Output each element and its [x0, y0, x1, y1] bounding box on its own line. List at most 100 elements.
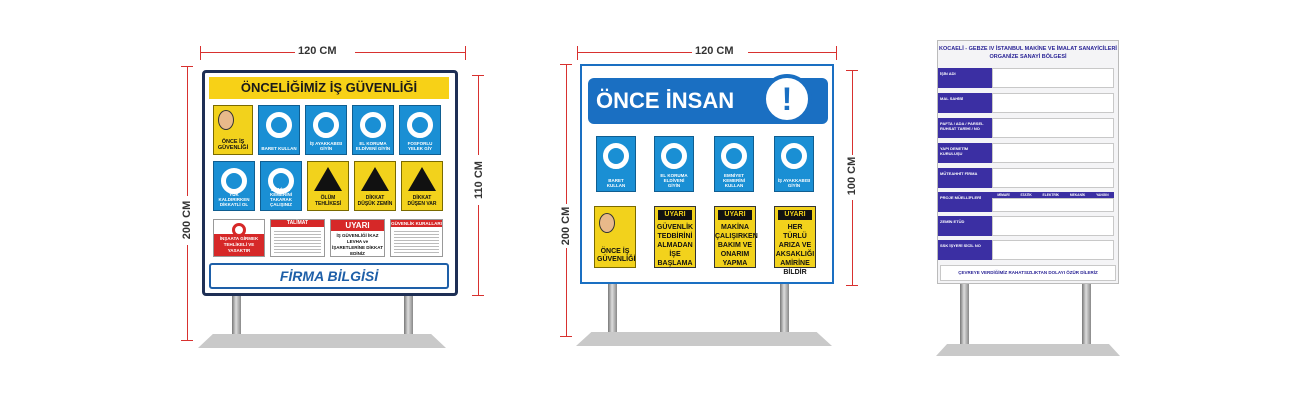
- kurallar-panel: GÜVENLİK KURALLARI: [390, 219, 443, 257]
- tile-baret-kullan: BARET KULLAN: [258, 105, 300, 155]
- width-line-right: [748, 52, 836, 53]
- height-line-bottom: [187, 245, 188, 340]
- exclamation-icon: !: [762, 74, 812, 124]
- board-title-2: ORGANİZE SANAYİ BÖLGESİ: [989, 54, 1067, 60]
- panel-height-line-bottom: [478, 205, 479, 295]
- boot-icon: [313, 112, 339, 138]
- boot-icon: [781, 143, 807, 169]
- row-value: [992, 118, 1114, 138]
- board-title-1: KOCAELİ - GEBZE IV İSTANBUL MAKİNE VE İM…: [939, 46, 1117, 52]
- base: [936, 344, 1120, 356]
- vest-icon: [407, 112, 433, 138]
- post-left: [960, 282, 969, 346]
- panel-footer: FİRMA BİLGİSİ: [209, 263, 449, 289]
- height-line-top: [187, 66, 188, 196]
- glove-icon: [661, 143, 687, 169]
- row-value: [992, 240, 1114, 260]
- tile-emniyet-kemeri: EMNİYET KEMERİNİ TAKARAK ÇALIŞINIZ: [260, 161, 302, 211]
- row-label: ZEMİN ETÜD: [938, 216, 992, 236]
- panel-header: ÖNCELİĞİMİZ İŞ GÜVENLİĞİ: [209, 77, 449, 99]
- height-label: 200 CM: [560, 206, 572, 246]
- no-entry-panel: İNŞAATA GİRMEK TEHLİKELİ VE YASAKTIR: [213, 219, 265, 257]
- tile-baret-kullan: BARET KULLAN: [596, 136, 636, 192]
- tile-is-ayakkabisi: İŞ AYAKKABISI GİYİN: [774, 136, 814, 192]
- tile-dusen-var: DİKKAT DÜŞEN VAR: [401, 161, 443, 211]
- row-label: PAFTA / ADA / PARSEL RUHSAT TARİHİ / NO: [938, 118, 992, 138]
- width-line-left: [200, 52, 295, 53]
- project-col: MİMARİ: [997, 193, 1010, 197]
- height-label: 200 CM: [181, 200, 193, 240]
- panel-height-tick-bottom: [472, 295, 484, 296]
- width-label: 120 CM: [298, 45, 337, 57]
- harness-icon: [721, 143, 747, 169]
- board-footer: ÇEVREYE VERDİĞİMİZ RAHATSIZLIKTAN DOLAYI…: [940, 265, 1116, 281]
- height-line-top: [566, 64, 567, 204]
- tile-eldiven: EL KORUMA ELDİVENİ GİYİN: [654, 136, 694, 192]
- skull-warning-icon: [314, 167, 342, 191]
- post-left: [608, 282, 617, 334]
- row-label: MAL SAHİBİ: [938, 93, 992, 113]
- panel-height-label: 100 CM: [846, 156, 858, 196]
- row-label: İŞİN ADI: [938, 68, 992, 88]
- panel: ÖNCELİĞİMİZ İŞ GÜVENLİĞİ ÖNCE İŞ GÜVENLİ…: [202, 70, 458, 296]
- project-col: ELEKTRİK: [1042, 193, 1060, 197]
- helmet-icon: [603, 143, 629, 169]
- tile-emniyet-kemeri: EMNİYET KEMERİNİ KULLAN: [714, 136, 754, 192]
- tile-once-is-guvenligi: ÖNCE İŞ GÜVENLİĞİ: [594, 206, 636, 268]
- harness-icon: [268, 168, 294, 194]
- hazard-warning-icon: [361, 167, 389, 191]
- height-tick-top: [181, 66, 193, 67]
- project-col: YANGIN: [1096, 193, 1109, 197]
- width-line-left: [577, 52, 692, 53]
- panel-height-tick-top: [472, 75, 484, 76]
- row-value: [992, 143, 1114, 163]
- post-right: [1082, 282, 1091, 346]
- panel-height-tick-top: [846, 70, 858, 71]
- talimat-lines: [274, 229, 321, 253]
- row-label: PROJE MÜELLİFLERİ: [938, 192, 992, 212]
- row-value: [992, 168, 1114, 188]
- panel-height-line-top: [852, 70, 853, 155]
- row-value: [992, 68, 1114, 88]
- talimat-panel: TALİMAT: [270, 219, 325, 257]
- panel: ÖNCE İNSAN ! BARET KULLAN EL KORUMA ELDİ…: [580, 64, 834, 284]
- row-label: MÜTEAHHİT FİRMA: [938, 168, 992, 188]
- tile-olum-tehlikesi: ÖLÜM TEHLİKESİ: [307, 161, 349, 211]
- panel-height-tick-bottom: [846, 285, 858, 286]
- uyari-panel: UYARI İŞ GÜVENLİĞİ İKAZ LEVHA ve İŞARETL…: [330, 219, 385, 257]
- panel-height-label: 110 CM: [473, 161, 485, 199]
- row-value: [992, 198, 1114, 212]
- width-label: 120 CM: [695, 45, 734, 57]
- panel-header: ÖNCE İNSAN: [596, 88, 735, 113]
- height-tick-bottom: [560, 336, 572, 337]
- worker-face-icon: [218, 110, 234, 130]
- post-right: [404, 294, 413, 336]
- post-right: [780, 282, 789, 334]
- uyari-2: UYARI MAKİNA ÇALIŞIRKEN BAKIM VE ONARIM …: [714, 206, 758, 268]
- width-tick-left: [200, 46, 201, 60]
- width-tick-right: [465, 46, 466, 60]
- height-tick-top: [560, 64, 572, 65]
- base: [198, 334, 446, 348]
- lifting-icon: [221, 168, 247, 194]
- kurallar-lines: [394, 229, 439, 253]
- row-value: [992, 216, 1114, 236]
- project-col: STATİK: [1020, 193, 1032, 197]
- worker-face-icon: [599, 213, 615, 233]
- panel-height-line-top: [478, 75, 479, 155]
- glove-icon: [360, 112, 386, 138]
- tile-eldiven: EL KORUMA ELDİVENİ GİYİN: [352, 105, 394, 155]
- falling-warning-icon: [408, 167, 436, 191]
- row-value: [992, 93, 1114, 113]
- helmet-icon: [266, 112, 292, 138]
- tile-dusuk-zemin: DİKKAT DÜŞÜK ZEMİN: [354, 161, 396, 211]
- tile-once-is-guvenligi: ÖNCE İŞ GÜVENLİĞİ: [213, 105, 253, 155]
- project-col: MEKANİK: [1069, 193, 1086, 197]
- row-label: YAPI DENETİM KURULUŞU: [938, 143, 992, 163]
- width-tick-left: [577, 46, 578, 60]
- height-tick-bottom: [181, 340, 193, 341]
- tile-is-ayakkabisi: İŞ AYAKKABISI GİYİN: [305, 105, 347, 155]
- tile-yuk-kaldirirken: YÜK KALDIRIRKEN DİKKATLİ OL: [213, 161, 255, 211]
- panel-height-line-bottom: [852, 200, 853, 285]
- uyari-1: UYARI GÜVENLİK TEDBİRİNİ ALMADAN İŞE BAŞ…: [654, 206, 696, 268]
